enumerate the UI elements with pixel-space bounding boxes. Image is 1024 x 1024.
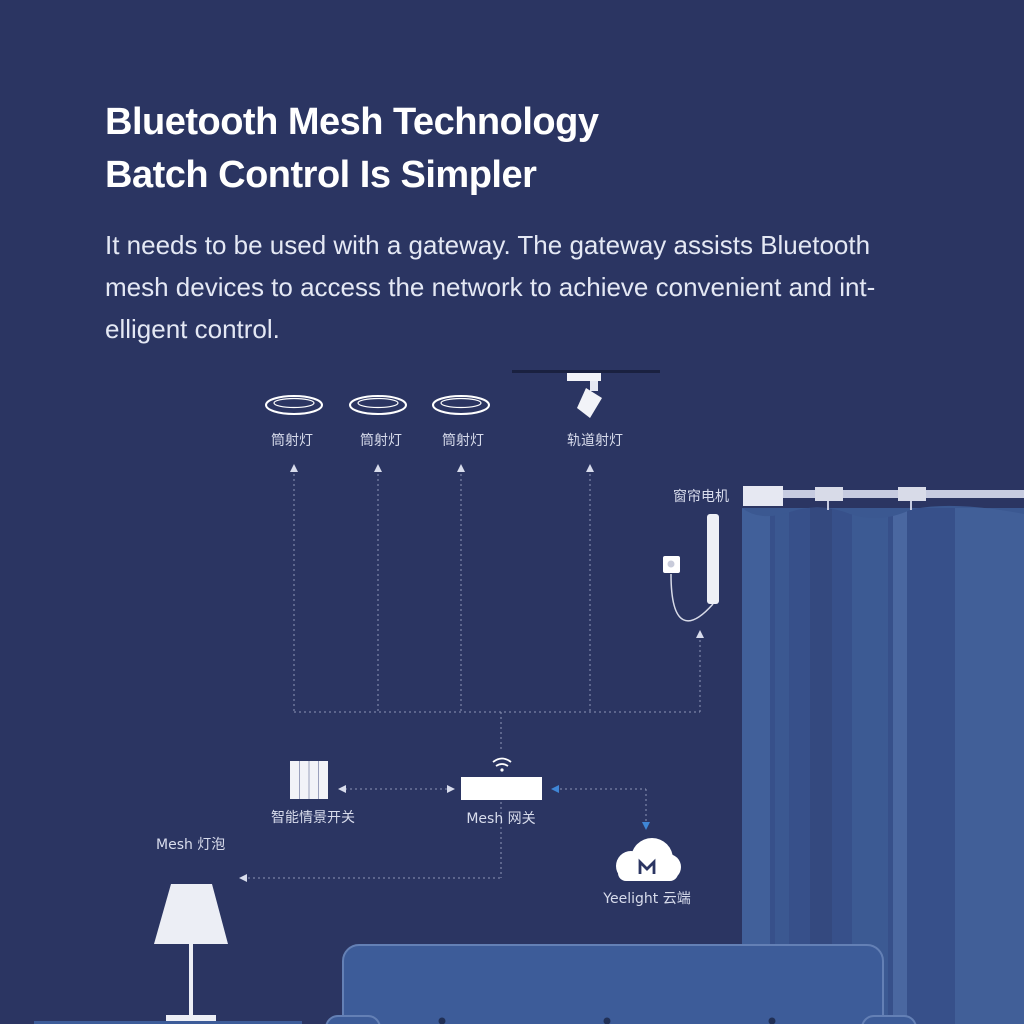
description-line-1: It needs to be used with a gateway. The … xyxy=(105,230,871,260)
track-light-label: 轨道射灯 xyxy=(567,433,623,449)
cloud-label: Yeelight 云端 xyxy=(603,891,691,907)
scene-switch-icon xyxy=(290,761,328,799)
connection-lines xyxy=(248,474,701,879)
sofa xyxy=(325,944,917,1024)
curtain-motor-label: 窗帘电机 xyxy=(673,489,729,505)
description: It needs to be used with a gateway. The … xyxy=(105,224,965,350)
downlight-icon xyxy=(432,395,490,415)
downlight-3-label: 筒射灯 xyxy=(442,433,484,449)
description-line-2: mesh devices to access the network to ac… xyxy=(105,272,876,302)
mesh-gateway-label: Mesh 网关 xyxy=(466,811,536,827)
cloud-arrow-heads xyxy=(551,785,650,830)
wifi-icon xyxy=(492,757,512,772)
arrow-heads xyxy=(239,464,704,882)
mesh-bulb-label: Mesh 灯泡 xyxy=(156,837,226,853)
side-table xyxy=(34,1021,302,1024)
cloud-icon xyxy=(616,838,681,881)
downlight-1-label: 筒射灯 xyxy=(271,433,313,449)
track-light-icon xyxy=(512,370,660,418)
lamp-icon xyxy=(154,884,228,1021)
downlight-2-label: 筒射灯 xyxy=(360,433,402,449)
curtain xyxy=(742,505,1024,1024)
headline: Bluetooth Mesh Technology Batch Control … xyxy=(105,96,599,202)
headline-line-2: Batch Control Is Simpler xyxy=(105,154,537,196)
headline-line-1: Bluetooth Mesh Technology xyxy=(105,101,599,143)
curtain-motor-icon xyxy=(663,514,719,622)
curtain-rod xyxy=(743,486,1024,510)
description-line-3: elligent control. xyxy=(105,314,280,344)
mesh-gateway-icon xyxy=(461,777,542,800)
downlight-icon xyxy=(349,395,407,415)
downlight-icon xyxy=(265,395,323,415)
scene-switch-label: 智能情景开关 xyxy=(271,810,355,826)
